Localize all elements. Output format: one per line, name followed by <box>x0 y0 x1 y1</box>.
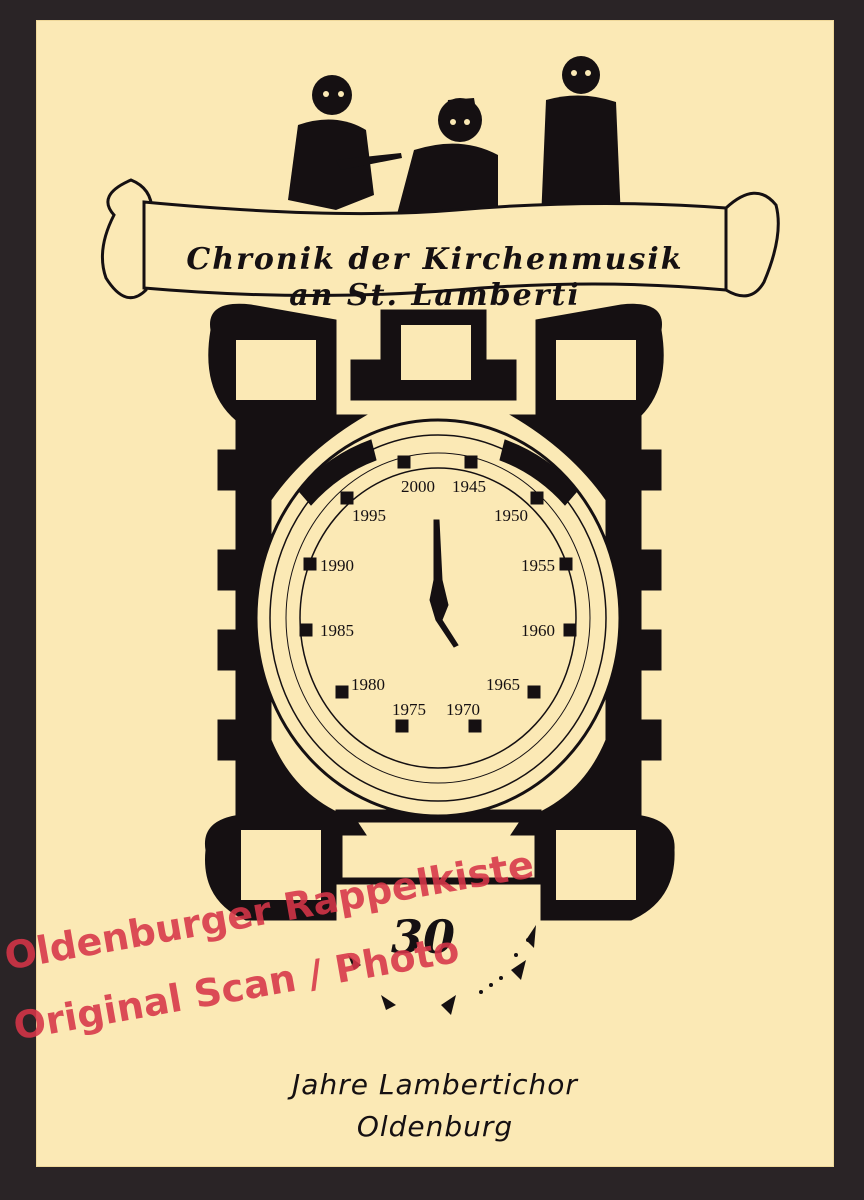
year-label: 1995 <box>352 506 386 525</box>
year-label: 1950 <box>494 506 528 525</box>
year-label: 1985 <box>320 621 354 640</box>
church-floorplan <box>204 303 675 921</box>
book-cover: Chronik der Kirchenmusik an St. Lamberti… <box>36 20 834 1167</box>
title-line-2: an St. Lamberti <box>289 278 581 313</box>
anniversary-ornament <box>348 925 536 1015</box>
clock-columns <box>299 455 577 733</box>
silhouette-figures <box>288 56 621 220</box>
title-line-1: Chronik der Kirchenmusik <box>186 242 684 277</box>
year-label: 1990 <box>320 556 354 575</box>
subtitle-line-2: Oldenburg <box>356 1110 514 1143</box>
year-label: 1970 <box>446 700 480 719</box>
subtitle-line-1: Jahre Lambertichor <box>292 1068 578 1101</box>
year-label: 1980 <box>351 675 385 694</box>
anniversary-number: 30 <box>391 910 456 964</box>
year-label: 1960 <box>521 621 555 640</box>
year-label: 1965 <box>486 675 520 694</box>
year-label: 1955 <box>521 556 555 575</box>
cover-illustration <box>100 56 780 1015</box>
scroll-banner <box>100 178 780 300</box>
year-label: 1975 <box>392 700 426 719</box>
clock-hand <box>429 519 459 648</box>
year-label: 1945 <box>452 477 486 496</box>
year-label: 2000 <box>401 477 435 496</box>
